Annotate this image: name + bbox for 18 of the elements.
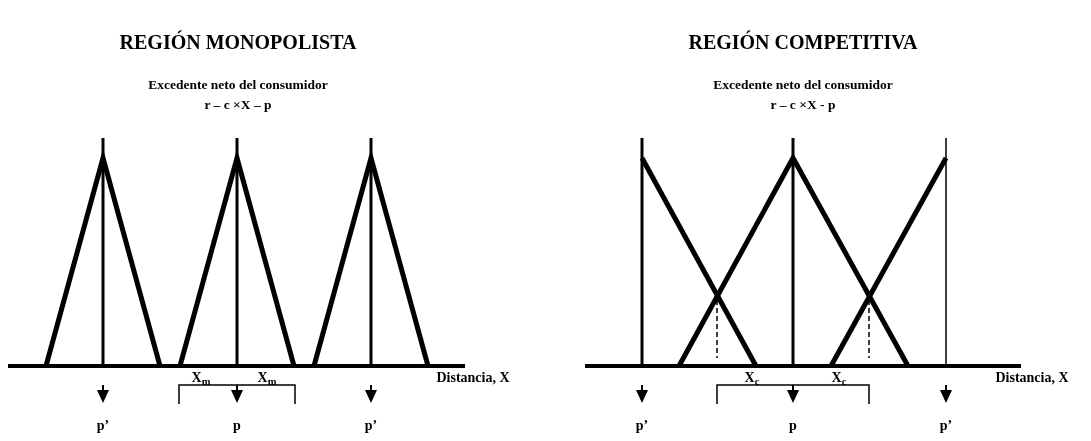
- axis-label: Distancia, X: [436, 371, 510, 385]
- distance-label: X$_{c}$: [744, 371, 760, 385]
- chart-subtitle: Excedente neto del consumidor: [148, 78, 328, 92]
- axis-label: Distancia, X: [995, 371, 1069, 385]
- distance-label: X$_{m}$: [257, 371, 277, 385]
- price-label: p’: [96, 419, 110, 433]
- price-label: p: [789, 419, 797, 433]
- chart-subtitle: r – c ×X – p: [204, 98, 272, 112]
- chart-subtitle: r – c ×X - p: [770, 98, 836, 112]
- chart-subtitle: Excedente neto del consumidor: [713, 78, 893, 92]
- distance-label: X$_{m}$: [191, 371, 211, 385]
- price-label: p’: [939, 419, 953, 433]
- price-label: p: [233, 419, 241, 433]
- panel-title: REGIÓN COMPETITIVA: [688, 32, 918, 52]
- price-label: p’: [364, 419, 378, 433]
- distance-label: X$_{c}$: [831, 371, 847, 385]
- price-label: p’: [635, 419, 649, 433]
- panel-title: REGIÓN MONOPOLISTA: [119, 32, 357, 52]
